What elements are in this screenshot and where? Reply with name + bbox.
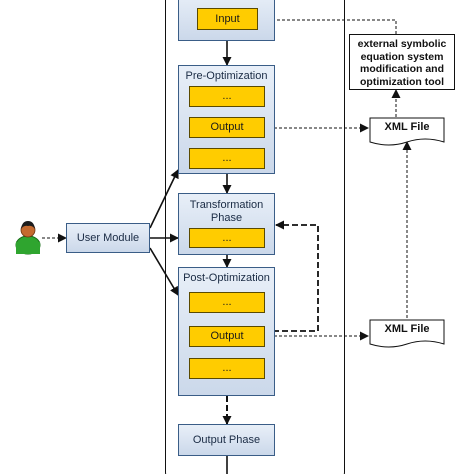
xml-file-top-shape <box>369 117 445 146</box>
pre-optimization-phase: Pre-Optimization ... Output ... <box>178 65 275 174</box>
input-label: Input <box>215 13 240 25</box>
output-phase-label: Output Phase <box>192 434 261 446</box>
pre-slot-bottom: ... <box>189 148 265 169</box>
user-person-icon <box>15 221 41 255</box>
post-slot-top: ... <box>189 292 265 313</box>
pre-optimization-title: Pre-Optimization <box>185 70 268 82</box>
post-optimization-phase: Post-Optimization ... Output ... <box>178 267 275 396</box>
module-to-post-arrow <box>149 247 179 296</box>
output-phase: Output Phase <box>178 424 275 456</box>
tool-line-2: equation system <box>360 50 444 63</box>
xml-file-bottom-label: XML File <box>384 323 430 335</box>
xml-file-bottom-shape <box>369 319 445 348</box>
input-phase: Input <box>178 0 275 41</box>
post-output-slot: Output <box>189 326 265 347</box>
user-module: User Module <box>66 223 150 253</box>
transformation-phase: Transformation Phase ... <box>178 193 275 255</box>
process-frame <box>165 0 345 474</box>
post-optimization-title: Post-Optimization <box>183 272 270 284</box>
transformation-title-line1: Transformation <box>189 199 264 211</box>
tool-line-1: external symbolic <box>357 38 447 50</box>
user-module-label: User Module <box>76 232 140 244</box>
pre-slot-top: ... <box>189 86 265 107</box>
tool-line-3: modification and <box>360 63 444 75</box>
external-tool-box: external symbolic equation system modifi… <box>349 34 455 90</box>
xml-file-top-label: XML File <box>384 121 430 133</box>
input-slot: Input <box>197 8 258 30</box>
pre-output-slot: Output <box>189 117 265 138</box>
transformation-title-line2: Phase <box>210 212 243 224</box>
feedback-loop-arrow <box>264 220 319 332</box>
post-slot-bottom: ... <box>189 358 265 379</box>
tool-line-4: optimization tool <box>360 75 444 88</box>
module-to-pre-arrow <box>149 169 179 229</box>
transformation-slot: ... <box>189 228 265 248</box>
